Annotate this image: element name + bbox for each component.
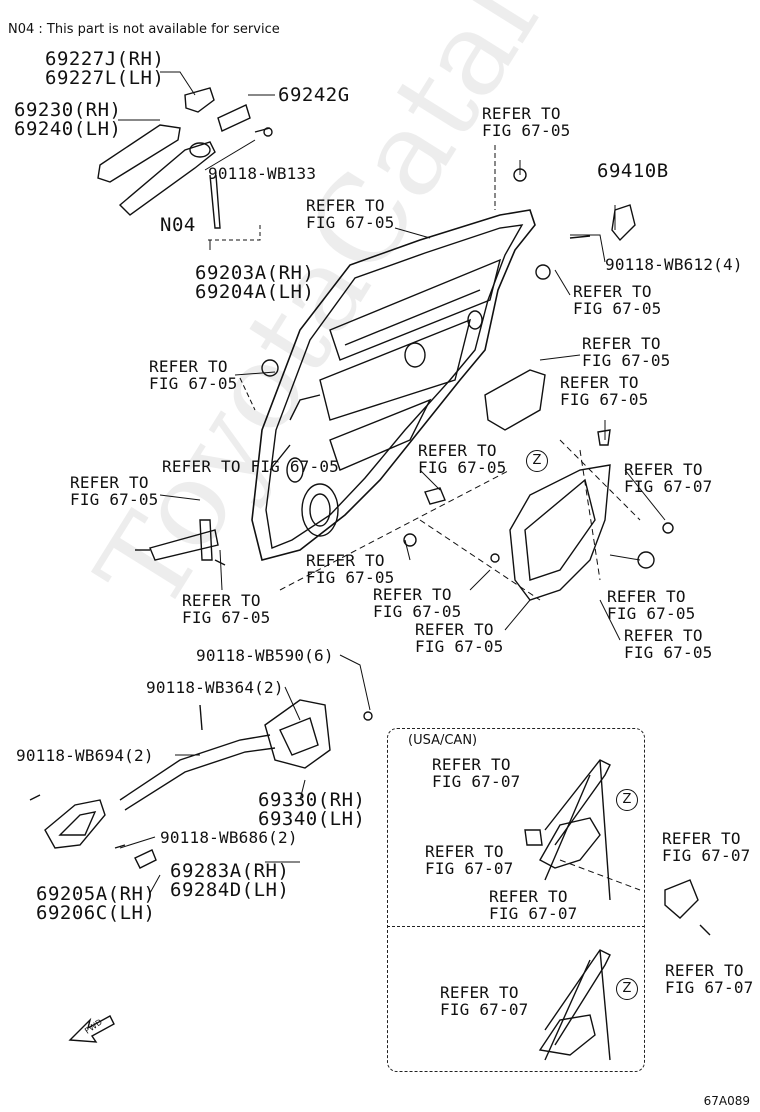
part-label-69203a[interactable]: 69203A(RH) 69204A(LH) xyxy=(195,262,315,303)
refer-label[interactable]: REFER TO FIG 67-05 xyxy=(573,282,662,318)
check-strap-drawing xyxy=(135,519,226,566)
part-label-90118-wb694[interactable]: 90118-WB694(2) xyxy=(16,746,154,765)
n04-label: N04 xyxy=(160,214,196,236)
inset-title: (USA/CAN) xyxy=(408,733,478,748)
leader-lines-drawing xyxy=(118,71,666,894)
part-label-69205a[interactable]: 69205A(RH) 69206C(LH) xyxy=(36,883,156,924)
refer-label[interactable]: REFER TO FIG 67-07 xyxy=(489,887,578,923)
refer-label[interactable]: REFER TO FIG 67-05 xyxy=(162,457,339,476)
part-label-69330[interactable]: 69330(RH) 69340(LH) xyxy=(258,789,366,830)
part-label-90118-wb133[interactable]: 90118-WB133 xyxy=(208,164,317,183)
part-label-90118-wb590[interactable]: 90118-WB590(6) xyxy=(196,646,334,665)
part-label-69410b[interactable]: 69410B xyxy=(597,160,669,182)
handle-parts-drawing xyxy=(97,87,273,229)
refer-label[interactable]: REFER TO FIG 67-07 xyxy=(440,983,529,1019)
refer-label[interactable]: REFER TO FIG 67-07 xyxy=(425,842,514,878)
lock-cable-drawing xyxy=(29,699,373,869)
part-label-90118-wb686[interactable]: 90118-WB686(2) xyxy=(160,828,298,847)
refer-label[interactable]: REFER TO FIG 67-05 xyxy=(482,104,571,140)
refer-label[interactable]: REFER TO FIG 67-05 xyxy=(306,196,395,232)
refer-label[interactable]: REFER TO FIG 67-05 xyxy=(418,441,507,477)
refer-label[interactable]: REFER TO FIG 67-05 xyxy=(624,626,713,662)
refer-label[interactable]: REFER TO FIG 67-05 xyxy=(582,334,671,370)
inset-regulator-drawing xyxy=(524,759,711,1061)
refer-label[interactable]: REFER TO FIG 67-05 xyxy=(149,357,238,393)
service-note: N04 : This part is not available for ser… xyxy=(8,22,280,37)
refer-label[interactable]: REFER TO FIG 67-05 xyxy=(70,473,159,509)
part-label-69230[interactable]: 69230(RH) 69240(LH) xyxy=(14,99,122,140)
refer-label[interactable]: REFER TO FIG 67-05 xyxy=(182,591,271,627)
part-label-90118-wb364[interactable]: 90118-WB364(2) xyxy=(146,678,284,697)
diagram-code: 67A089 xyxy=(703,1094,750,1108)
inset-divider xyxy=(387,926,645,927)
usa-can-inset xyxy=(387,728,645,1072)
part-label-69227[interactable]: 69227J(RH) 69227L(LH) xyxy=(45,48,165,89)
refer-label[interactable]: REFER TO FIG 67-07 xyxy=(432,755,521,791)
door-frame-drawing xyxy=(251,209,536,561)
refer-label[interactable]: REFER TO FIG 67-05 xyxy=(373,585,462,621)
refer-label[interactable]: REFER TO FIG 67-05 xyxy=(415,620,504,656)
part-label-90118-wb612[interactable]: 90118-WB612(4) xyxy=(605,255,743,274)
zone-marker: Z xyxy=(616,789,638,811)
refer-label[interactable]: REFER TO FIG 67-05 xyxy=(607,587,696,623)
zone-marker: Z xyxy=(616,978,638,1000)
zone-marker: Z xyxy=(526,450,548,472)
part-label-69283a[interactable]: 69283A(RH) 69284D(LH) xyxy=(170,860,290,901)
refer-label[interactable]: REFER TO FIG 67-07 xyxy=(665,961,754,997)
fwd-arrow-drawing xyxy=(68,1015,115,1043)
refer-label[interactable]: REFER TO FIG 67-07 xyxy=(624,460,713,496)
regulator-panel-drawing xyxy=(261,168,674,601)
refer-label[interactable]: REFER TO FIG 67-07 xyxy=(662,829,751,865)
part-label-69242g[interactable]: 69242G xyxy=(278,84,350,106)
refer-label[interactable]: REFER TO FIG 67-05 xyxy=(560,373,649,409)
refer-label[interactable]: REFER TO FIG 67-05 xyxy=(306,551,395,587)
